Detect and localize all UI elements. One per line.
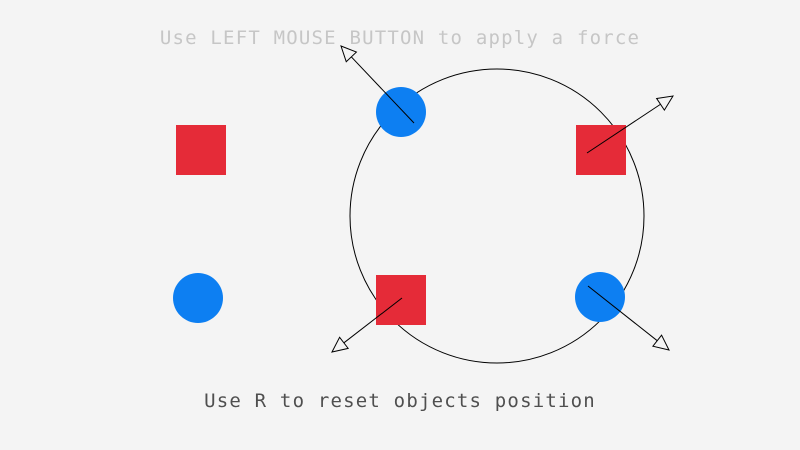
force-circle-bottom-right (587, 285, 670, 351)
force-square-top-right-shaft (586, 102, 664, 154)
body-square-bottom-center[interactable] (376, 275, 426, 325)
hint-apply-force: Use LEFT MOUSE BUTTON to apply a force (159, 27, 641, 49)
boundary-circle (349, 68, 645, 364)
hint-reset-objects: Use R to reset objects position (204, 390, 596, 412)
force-square-top-right-arrowhead (655, 95, 674, 112)
body-square-top-right[interactable] (576, 125, 626, 175)
force-square-bottom-center (331, 297, 403, 353)
force-circle-top-center-arrowhead (340, 45, 358, 63)
body-circle-top-center[interactable] (376, 87, 426, 137)
force-square-top-right (586, 95, 674, 154)
body-square-top-left[interactable] (176, 125, 226, 175)
force-square-bottom-center-shaft (341, 297, 403, 346)
force-square-bottom-center-arrowhead (331, 336, 350, 353)
bodies-layer (173, 87, 626, 325)
body-circle-bottom-left[interactable] (173, 273, 223, 323)
force-circle-bottom-right-arrowhead (652, 334, 670, 351)
force-vectors-layer (331, 45, 674, 353)
force-circle-top-center (340, 45, 415, 124)
force-circle-top-center-shaft (348, 54, 415, 124)
force-circle-bottom-right-shaft (587, 285, 660, 343)
body-circle-bottom-right[interactable] (575, 272, 625, 322)
